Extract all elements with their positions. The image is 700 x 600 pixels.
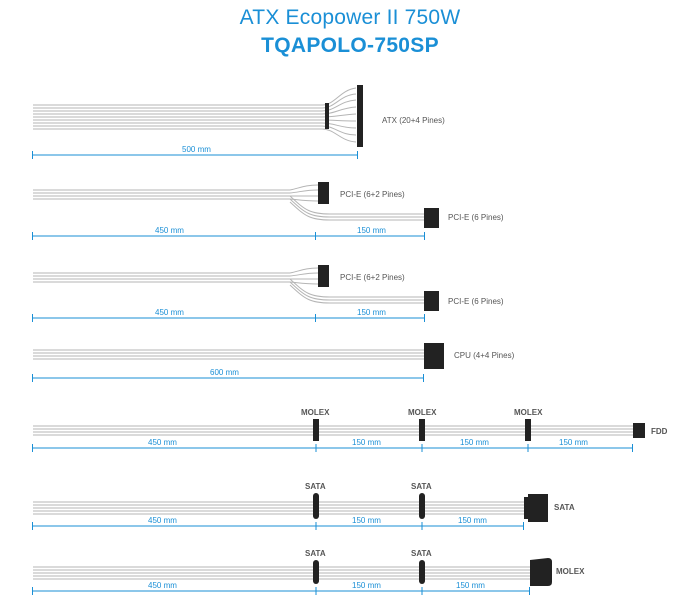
sata1-label-1: SATA [305, 482, 326, 491]
pcie-cable-1: PCI-E (6+2 Pines) PCI-E (6 Pines) 450 mm… [32, 182, 504, 240]
sata2-label-2: SATA [411, 549, 432, 558]
pcie2-wire-bundle [33, 267, 424, 304]
molex-label-3: MOLEX [514, 408, 543, 417]
pcie1-length-b: 150 mm [357, 226, 386, 235]
molex-connector-2 [419, 419, 425, 441]
molex-connector-3 [525, 419, 531, 441]
molex-label-2: MOLEX [408, 408, 437, 417]
pcie-cable-2: PCI-E (6+2 Pines) PCI-E (6 Pines) 450 mm… [32, 265, 504, 322]
pcie1-length-a: 450 mm [155, 226, 184, 235]
molex-length-4: 150 mm [559, 438, 588, 447]
fdd-connector [633, 423, 645, 438]
pcie1-wire-bundle [33, 184, 424, 221]
sata1-length-2: 150 mm [352, 516, 381, 525]
sata1-length-3: 150 mm [458, 516, 487, 525]
cpu-length: 600 mm [210, 368, 239, 377]
pcie1-connector-a [318, 182, 329, 204]
cpu-cable: CPU (4+4 Pines) 600 mm [32, 343, 515, 382]
pcie2-length-b: 150 mm [357, 308, 386, 317]
sata1-length-1: 450 mm [148, 516, 177, 525]
sata1-end-connector [528, 494, 548, 522]
cpu-connector-label: CPU (4+4 Pines) [454, 351, 515, 360]
sata1-connector-2 [419, 493, 425, 519]
model-number: TQAPOLO-750SP [261, 34, 439, 57]
pcie2-connector-a-label: PCI-E (6+2 Pines) [340, 273, 405, 282]
atx-wire-bundle [33, 87, 357, 143]
molex-length-1: 450 mm [148, 438, 177, 447]
sata2-length-3: 150 mm [456, 581, 485, 590]
sata2-connector-2 [419, 560, 425, 584]
sata1-wire-bundle [33, 501, 524, 515]
atx-connector [357, 85, 363, 147]
sata1-connector-1 [313, 493, 319, 519]
fdd-label: FDD [651, 427, 668, 436]
sata1-end-label: SATA [554, 503, 575, 512]
sata-cable-2: SATA SATA MOLEX 450 mm 150 mm 150 mm [32, 549, 585, 595]
sata2-end-molex-connector [530, 558, 552, 586]
sata2-label-1: SATA [305, 549, 326, 558]
molex-length-2: 150 mm [352, 438, 381, 447]
atx-length: 500 mm [182, 145, 211, 154]
pcie2-connector-b-label: PCI-E (6 Pines) [448, 297, 504, 306]
sata1-label-2: SATA [411, 482, 432, 491]
atx-connector-clip [325, 103, 329, 129]
sata2-length-2: 150 mm [352, 581, 381, 590]
atx-cable: ATX (20+4 Pines) 500 mm [32, 85, 445, 159]
sata-cable-1: SATA SATA SATA 450 mm 150 mm 150 mm [32, 482, 575, 530]
pcie1-connector-b-label: PCI-E (6 Pines) [448, 213, 504, 222]
pcie1-connector-b [424, 208, 439, 228]
product-title: ATX Ecopower II 750W [239, 6, 461, 29]
pcie2-connector-a [318, 265, 329, 287]
molex-label-1: MOLEX [301, 408, 330, 417]
molex-length-3: 150 mm [460, 438, 489, 447]
sata2-length-1: 450 mm [148, 581, 177, 590]
sata2-connector-1 [313, 560, 319, 584]
cpu-connector [424, 343, 444, 369]
molex-connector-1 [313, 419, 319, 441]
pcie1-connector-a-label: PCI-E (6+2 Pines) [340, 190, 405, 199]
sata1-end-connector-clip [524, 497, 528, 519]
pcie2-length-a: 450 mm [155, 308, 184, 317]
pcie2-connector-b [424, 291, 439, 311]
atx-connector-label: ATX (20+4 Pines) [382, 116, 445, 125]
molex-cable: MOLEX MOLEX MOLEX FDD 450 mm 150 mm 150 … [32, 408, 668, 452]
sata2-wire-bundle [33, 566, 530, 580]
cpu-wire-bundle [33, 349, 424, 360]
sata2-end-label: MOLEX [556, 567, 585, 576]
molex-wire-bundle [33, 425, 633, 436]
